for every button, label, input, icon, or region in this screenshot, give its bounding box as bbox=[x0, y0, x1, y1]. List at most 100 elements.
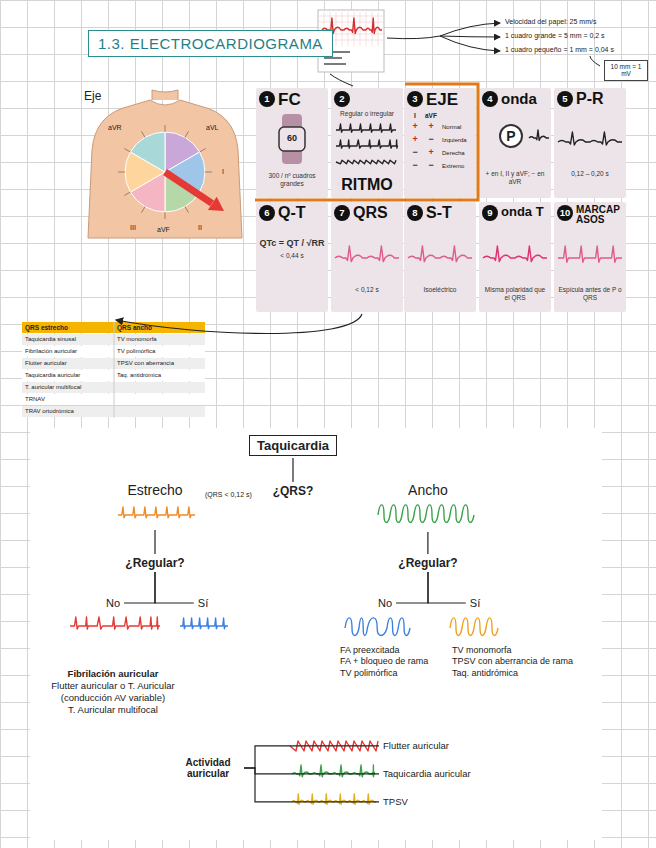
lead-spoke bbox=[165, 212, 166, 219]
annotation-label: Eje bbox=[84, 90, 101, 103]
callout-number: 5 bbox=[557, 91, 573, 107]
annotation-label: TPSV con aberrancia bbox=[117, 360, 174, 367]
annotation-label: Normal bbox=[442, 124, 461, 131]
ecg-trace bbox=[118, 507, 195, 518]
card-background bbox=[331, 88, 403, 198]
lead-spoke bbox=[142, 131, 146, 137]
annotation-label: TV polimórfica bbox=[117, 348, 155, 355]
annotation-label: QRS estrecho bbox=[25, 324, 68, 331]
callout-number: 1 bbox=[259, 91, 275, 107]
card-node: 5P-R0,12 – 0,20 s bbox=[554, 88, 626, 198]
lead-spoke bbox=[124, 149, 130, 153]
annotation-label: Velocidad del papel: 25 mm/s bbox=[505, 18, 596, 26]
connector bbox=[124, 572, 155, 603]
card-body: + en I, II y aVF; − en aVR bbox=[482, 170, 548, 186]
plain-node: ¿Regular? bbox=[398, 556, 457, 570]
card-body: Regular o irregular bbox=[334, 110, 400, 118]
list-text: Taquicardia auricular bbox=[383, 768, 471, 780]
ecg-trace bbox=[336, 140, 398, 148]
card-background bbox=[554, 88, 626, 198]
callout-number: 4 bbox=[482, 91, 498, 107]
connector bbox=[396, 572, 428, 603]
lead-spoke bbox=[124, 192, 130, 196]
connector bbox=[244, 768, 379, 802]
ecg-trace bbox=[335, 246, 399, 262]
ecg-trace bbox=[336, 160, 396, 164]
box-text: Taquicardia bbox=[257, 438, 329, 453]
leader-line bbox=[387, 36, 440, 39]
ecg-trace bbox=[292, 794, 376, 804]
list-text: TV polimórfica bbox=[340, 668, 448, 679]
card-body: < 0,12 s bbox=[334, 286, 400, 294]
ecg-trace bbox=[408, 246, 472, 262]
card-background bbox=[256, 88, 328, 198]
annotation-label: aVL bbox=[206, 124, 218, 132]
callout-number: 3 bbox=[407, 91, 423, 107]
connector bbox=[292, 458, 293, 482]
plain-text: No bbox=[378, 597, 392, 609]
list-text: FA preexcitada bbox=[340, 645, 448, 656]
plain-node: No bbox=[106, 597, 120, 609]
card-note: 300 / nº cuadros grandes bbox=[259, 172, 325, 188]
card-background bbox=[479, 202, 551, 312]
title-text: 1.3. ELECTROCARDIOGRAMA bbox=[98, 35, 323, 52]
annotation-label: + bbox=[412, 135, 417, 145]
annotation-label: − bbox=[428, 161, 433, 171]
watch-face bbox=[279, 127, 305, 151]
leader-arrow bbox=[440, 36, 500, 51]
annotation-label: I bbox=[414, 112, 416, 119]
annotation-label: (QRS < 0,12 s) bbox=[205, 491, 252, 499]
annotation-label: 60 bbox=[287, 134, 297, 144]
card-note: < 0,12 s bbox=[334, 286, 400, 294]
lead-spoke bbox=[142, 207, 146, 213]
annotation-label: II bbox=[198, 224, 202, 232]
plain-text: Actividad auricular bbox=[176, 757, 240, 779]
plain-text: Sí bbox=[470, 597, 480, 609]
card-body: 300 / nº cuadros grandes bbox=[259, 172, 325, 188]
list-text: TV monomorfa bbox=[452, 645, 598, 656]
annotation-label: − bbox=[412, 148, 417, 158]
ecg-trace bbox=[378, 505, 474, 523]
plain-text: Sí bbox=[198, 597, 208, 609]
list-text: TPSV bbox=[383, 796, 408, 808]
card-header: 4onda bbox=[482, 91, 549, 107]
leader-line bbox=[330, 74, 353, 86]
list-text: Taq. antidrómica bbox=[452, 668, 598, 679]
card-note: + en I, II y aVF; − en aVR bbox=[482, 170, 548, 186]
connector bbox=[244, 768, 379, 774]
card-body: Isoeléctrico bbox=[407, 286, 473, 294]
card-header: 2 bbox=[334, 91, 401, 107]
card-node: 8S-TIsoeléctrico bbox=[404, 202, 476, 312]
card-node: 9onda TMisma polaridad que el QRS bbox=[479, 202, 551, 312]
card-body: Misma polaridad que el QRS bbox=[482, 286, 548, 302]
strip-mark bbox=[324, 63, 346, 64]
ecg-trace bbox=[336, 124, 396, 132]
plain-node: Actividad auricular bbox=[176, 757, 240, 779]
grid-line bbox=[360, 12, 361, 46]
plain-node: Sí bbox=[198, 597, 208, 609]
annotation-label: 1 cuadro grande = 5 mm = 0,2 s bbox=[505, 32, 605, 40]
annotation-label: TRNAV bbox=[25, 396, 45, 403]
card-background bbox=[479, 88, 551, 198]
lead-spoke bbox=[185, 207, 189, 213]
ecg-trace bbox=[345, 618, 410, 636]
lead-spoke bbox=[200, 149, 206, 153]
connector bbox=[154, 530, 155, 554]
connector bbox=[427, 532, 428, 554]
card-background bbox=[331, 202, 403, 312]
ecg-trace bbox=[558, 246, 622, 262]
note-node: 10 mm = 1 mV bbox=[604, 60, 648, 81]
table-divider bbox=[114, 322, 115, 418]
card-note: < 0,44 s bbox=[259, 252, 325, 260]
box-node: Taquicardia bbox=[249, 435, 337, 456]
card-header: 6Q-T bbox=[259, 205, 326, 221]
card-header: 5P-R bbox=[557, 91, 624, 107]
annotation-label: I bbox=[222, 168, 224, 176]
callout-number: 6 bbox=[259, 205, 275, 221]
card-heading: S-T bbox=[426, 205, 452, 221]
card-header: 7QRS bbox=[334, 205, 401, 221]
ecg-trace bbox=[450, 618, 498, 636]
card-node: 10MARCAPASOSEspícula antes de P o QRS bbox=[554, 202, 626, 312]
